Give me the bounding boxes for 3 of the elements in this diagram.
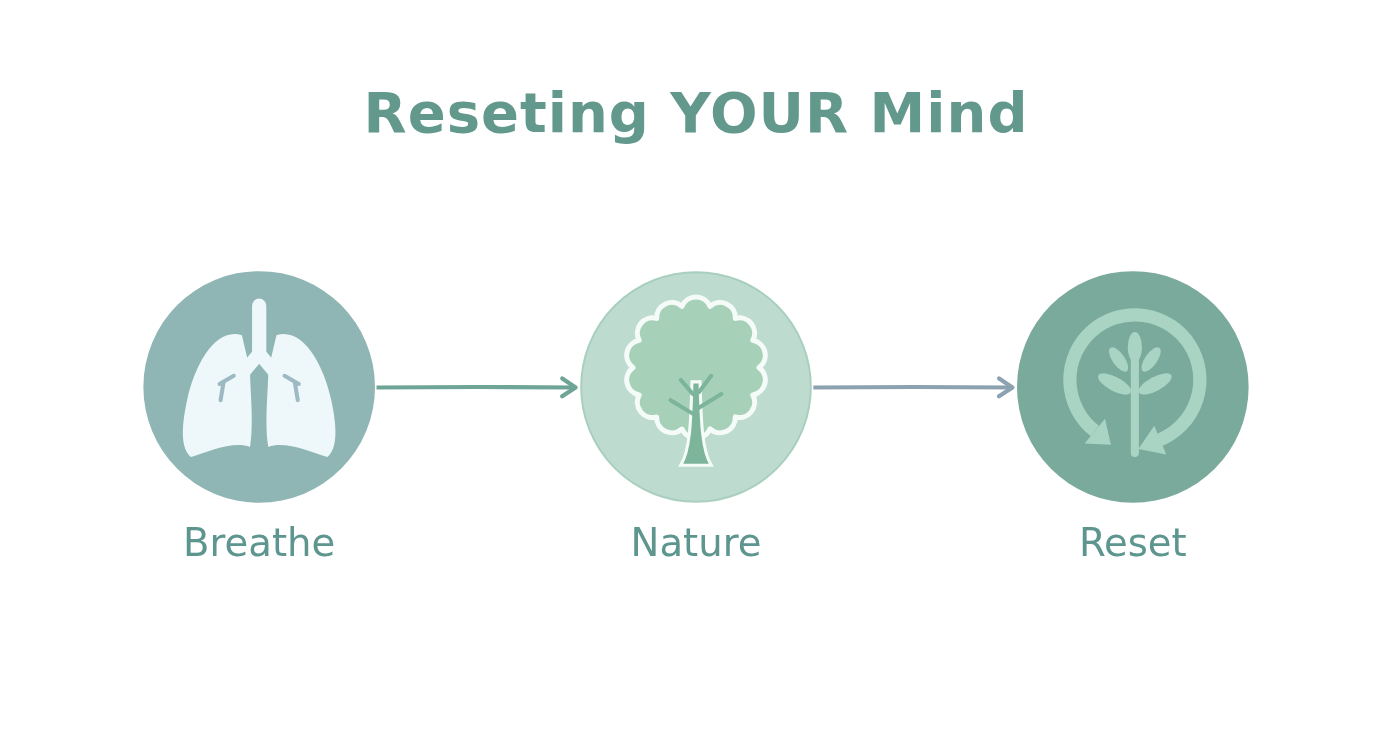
arrow <box>376 376 578 399</box>
arrow <box>813 376 1015 399</box>
diagram-title: Reseting YOUR Mind <box>363 79 1029 147</box>
